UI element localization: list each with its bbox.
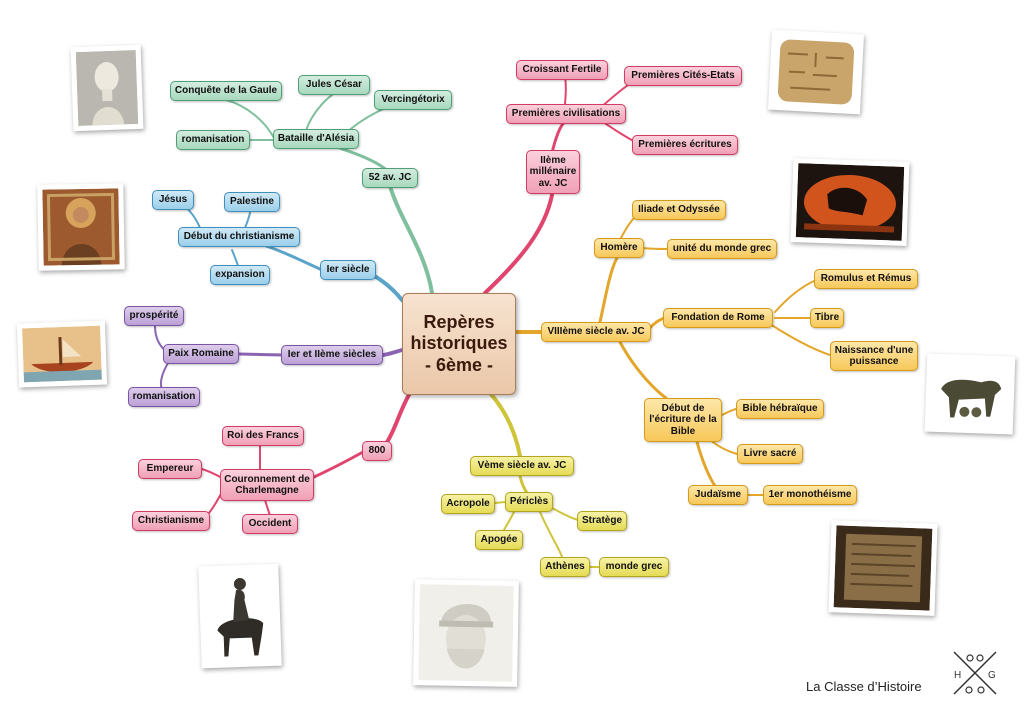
node-judaisme[interactable]: Judaïsme [688,485,748,505]
node-paix-romaine[interactable]: Paix Romaine [163,344,239,364]
central-line-3: - 6ème - [424,354,493,375]
node-veme-siecle[interactable]: Vème siècle av. JC [470,456,574,476]
node-apogee[interactable]: Apogée [475,530,523,550]
connector [310,450,365,480]
connector [388,184,434,295]
node-livre-sacre[interactable]: Livre sacré [737,444,803,464]
node-christianisme[interactable]: Christianisme [132,511,210,531]
connector [381,348,404,357]
connector [695,440,717,488]
node-premieres-civilisations[interactable]: Premières civilisations [506,104,626,124]
node-homere[interactable]: Homère [594,238,644,258]
node-viiieme-siecle[interactable]: VIIIème siècle av. JC [541,322,651,342]
bible-scroll-photo [828,520,938,616]
node-vercingetorix[interactable]: Vercingétorix [374,90,452,110]
node-stratege[interactable]: Stratège [577,511,627,531]
node-couronnement-charlemagne[interactable]: Couronnement de Charlemagne [220,469,314,501]
logo-letter-g: G [988,670,996,681]
logo-letter-h: H [954,670,961,681]
connector [244,211,251,229]
node-unite-monde-grec[interactable]: unité du monde grec [667,239,777,259]
connector [236,352,285,357]
node-expansion[interactable]: expansion [210,265,270,285]
node-debut-ecriture-bible[interactable]: Début de l'écriture de la Bible [644,398,722,442]
node-52-av-jc[interactable]: 52 av. JC [362,168,418,188]
central-line-2: historiques [410,333,508,354]
connector [231,249,239,267]
connector [648,316,666,330]
connector [598,256,619,324]
connector [160,359,171,390]
charlemagne-statue-photo [198,563,282,669]
connector [618,340,668,400]
connector [539,511,563,558]
connector [483,193,554,295]
node-romanisation-purple[interactable]: romanisation [128,387,200,407]
node-iliade-odyssee[interactable]: Iliade et Odyssée [632,200,726,220]
roman-bust-photo [70,44,144,132]
clay-tablet-photo [767,29,865,115]
connector [385,391,412,444]
connector [774,279,817,313]
node-roi-des-francs[interactable]: Roi des Francs [222,426,304,446]
connector [619,216,636,241]
node-bible-hebraique[interactable]: Bible hébraïque [736,399,824,419]
node-athenes[interactable]: Athènes [540,557,590,577]
connector [769,323,831,356]
central-line-1: Repères [423,311,495,332]
node-premieres-cites-etats[interactable]: Premières Cités-Etats [624,66,742,86]
node-romulus-remus[interactable]: Romulus et Rémus [814,269,918,289]
node-ier-iieme-siecles[interactable]: Ier et IIème siècles [281,345,383,365]
connector [225,99,276,141]
connector [488,391,522,458]
connector [721,408,737,416]
node-800[interactable]: 800 [362,441,392,461]
node-pericles[interactable]: Périclès [505,492,553,512]
node-naissance-puissance[interactable]: Naissance d'une puissance [830,341,918,371]
connector [258,242,324,272]
connector [201,468,223,479]
pericles-bust-photo [413,579,519,687]
node-prosperite[interactable]: prospérité [124,306,184,326]
central-topic[interactable]: Repères historiques - 6ème - [402,293,516,395]
node-iieme-millenaire[interactable]: IIème millénaire av. JC [526,150,580,194]
la-classe-histoire-logo: H G [950,648,1000,698]
node-monde-grec[interactable]: monde grec [599,557,669,577]
node-fondation-rome[interactable]: Fondation de Rome [663,308,773,328]
greek-vase-photo [790,158,910,246]
connector [502,509,516,533]
node-debut-christianisme[interactable]: Début du christianisme [178,227,300,247]
connector [518,474,529,495]
node-tibre[interactable]: Tibre [810,308,844,328]
node-romanisation-green[interactable]: romanisation [176,130,250,150]
node-jules-cesar[interactable]: Jules César [298,75,370,95]
node-croissant-fertile[interactable]: Croissant Fertile [516,60,608,80]
roman-boat-fresco-photo [16,320,108,388]
node-bataille-alesia[interactable]: Bataille d'Alésia [273,129,359,149]
node-premieres-ecritures[interactable]: Premières écritures [632,135,738,155]
footer-credit: La Classe d’Histoire [806,679,922,694]
connector [564,77,567,105]
christ-mosaic-photo [37,183,125,271]
connector [709,439,738,455]
she-wolf-statue-photo [924,353,1016,435]
connector [550,120,567,155]
connector [641,247,669,250]
node-empereur[interactable]: Empereur [138,459,202,479]
node-acropole[interactable]: Acropole [441,494,495,514]
node-palestine[interactable]: Palestine [224,192,280,212]
node-1er-monotheisme[interactable]: 1er monothéisme [763,485,857,505]
node-conquete-gaule[interactable]: Conquête de la Gaule [170,81,282,101]
node-occident[interactable]: Occident [242,514,298,534]
node-jesus[interactable]: Jésus [152,190,194,210]
node-ier-siecle[interactable]: Ier siècle [320,260,376,280]
